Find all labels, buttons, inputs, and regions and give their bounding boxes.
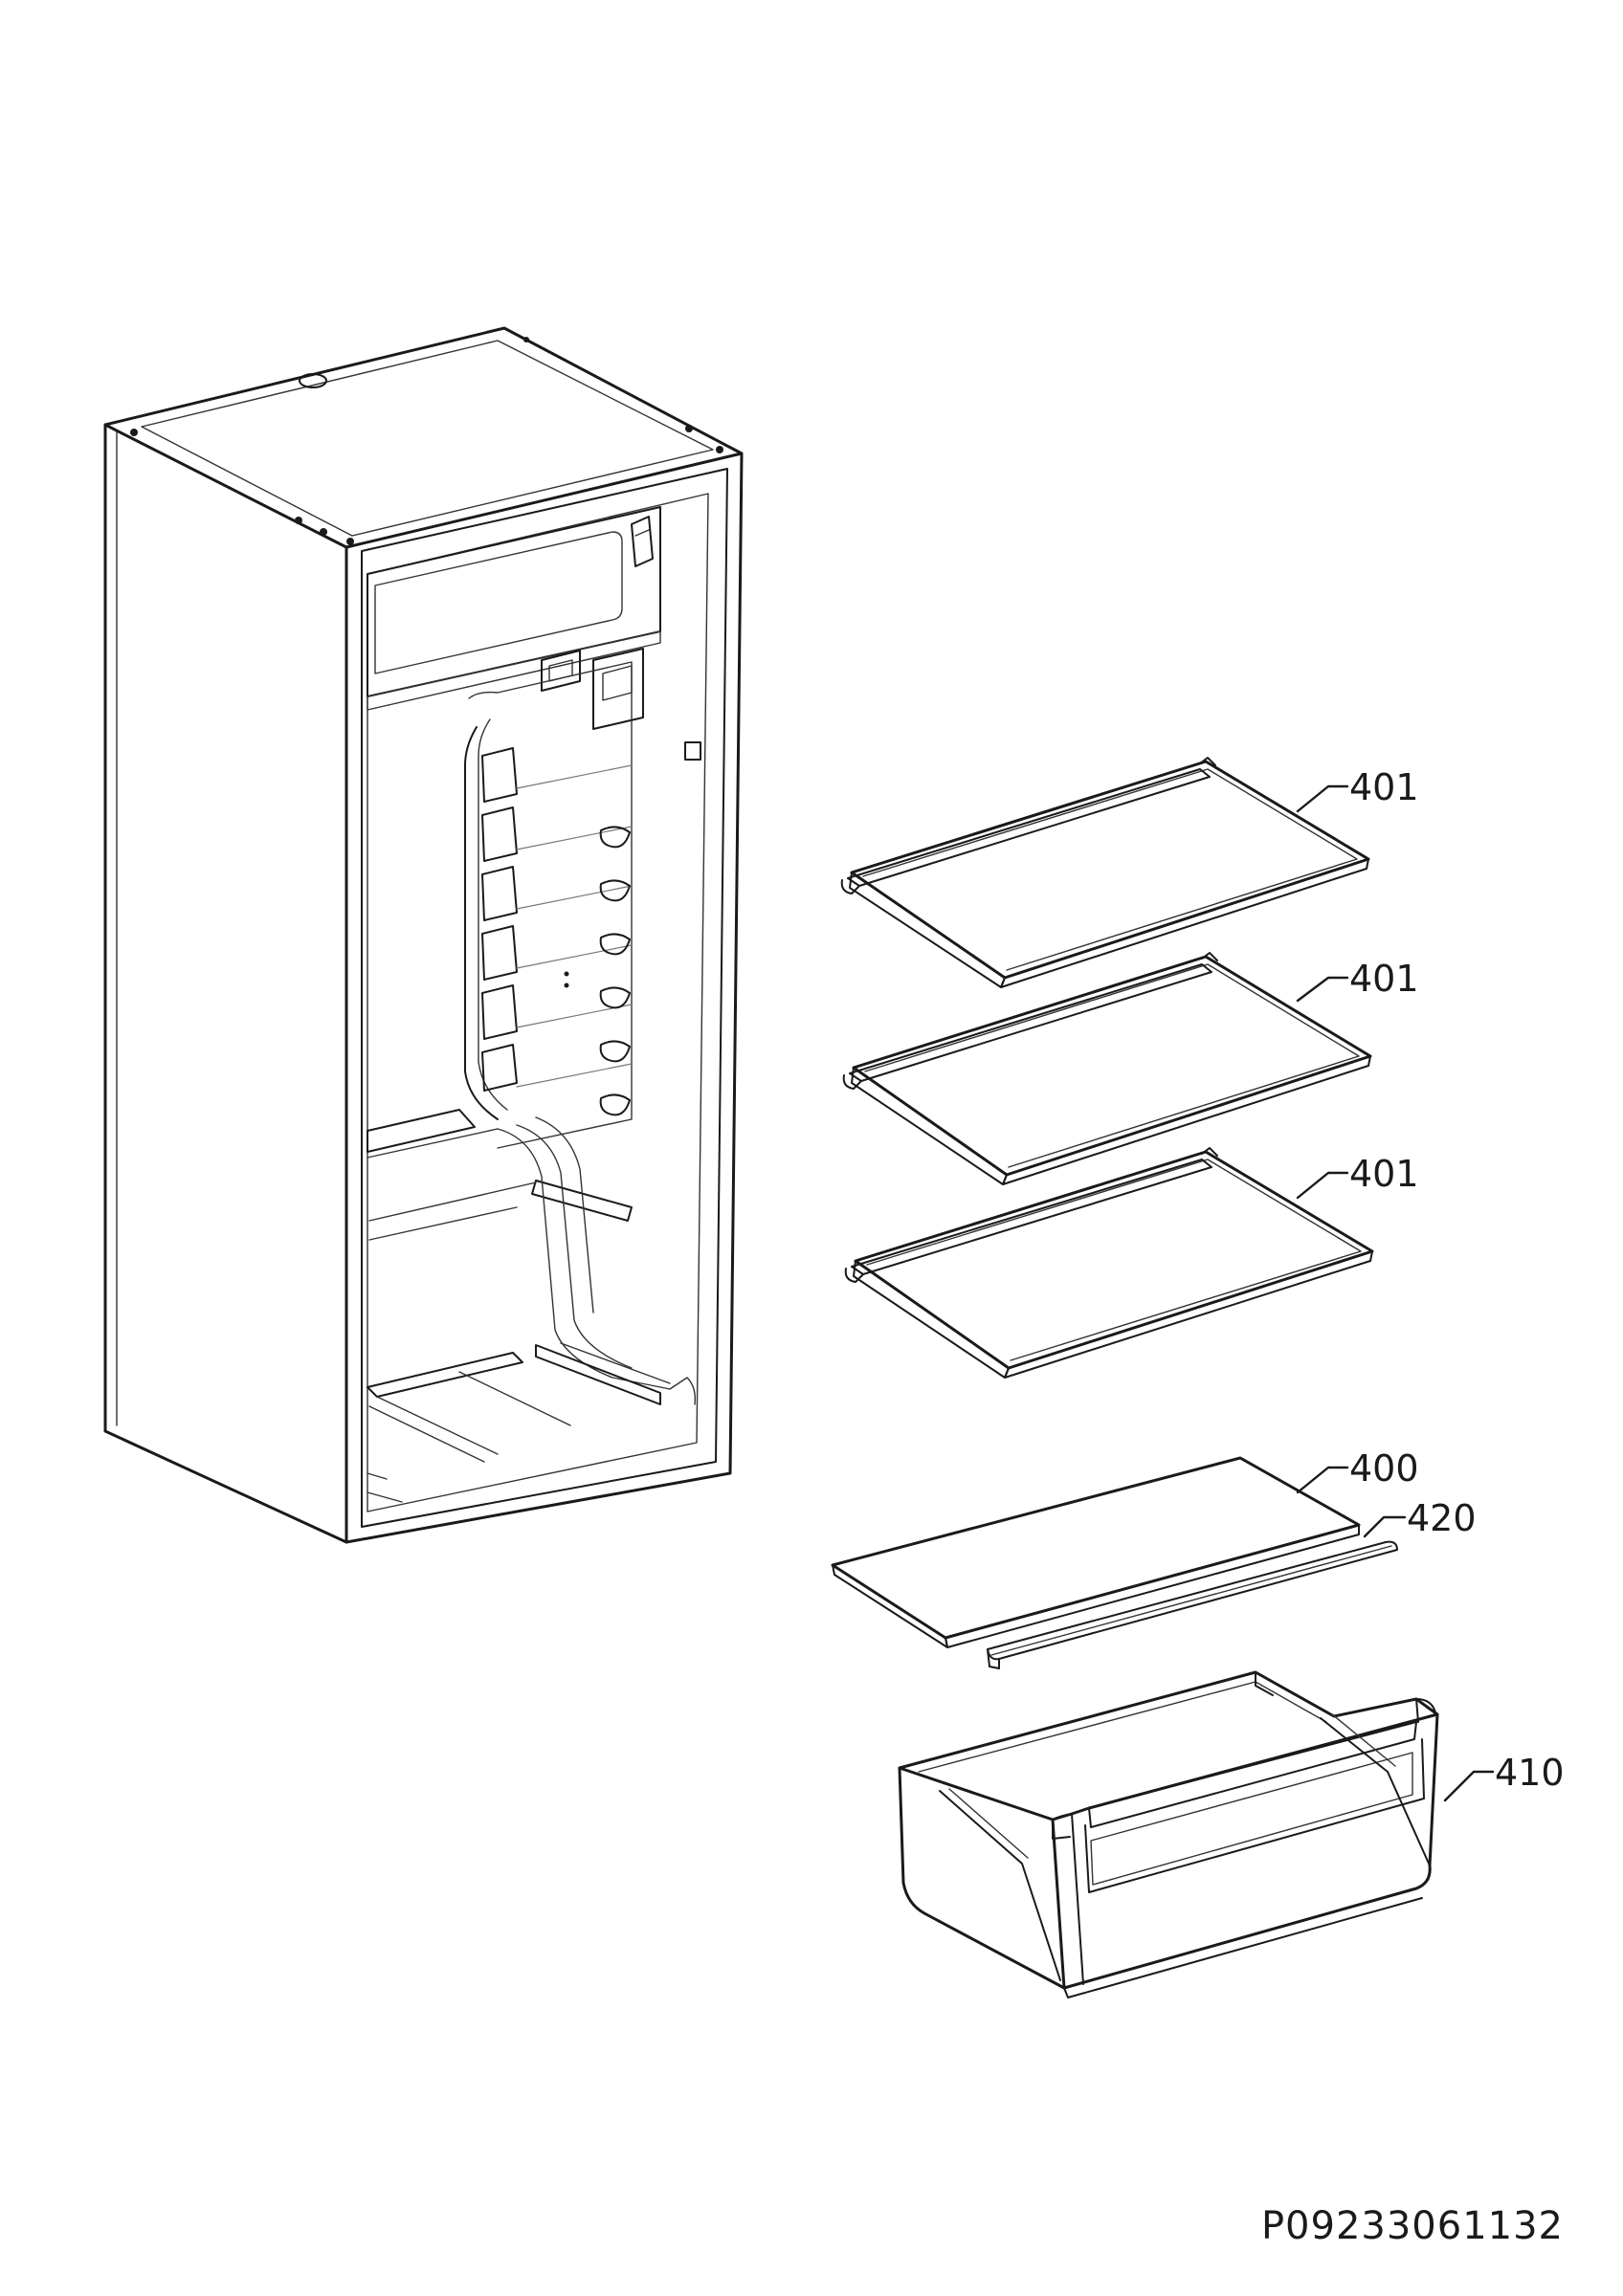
glass-shelf-bottom — [844, 1147, 1374, 1379]
callout-label-crisper-drawer: 410 — [1495, 1752, 1565, 1794]
glass-shelf-top — [840, 757, 1370, 988]
crisper-cover-glass — [831, 1456, 1361, 1648]
cover-trim-strip — [987, 1540, 1398, 1669]
crisper-drawer — [898, 1670, 1439, 1998]
shelf-support-clips-right — [599, 826, 631, 1116]
callout-label-shelf-top: 401 — [1349, 766, 1419, 808]
shelf-support-ribs-left — [481, 747, 518, 1092]
callout-label-crisper-cover: 400 — [1349, 1447, 1419, 1490]
document-id: P09233061132 — [1261, 2204, 1564, 2248]
callout-label-cover-trim: 420 — [1407, 1497, 1477, 1539]
glass-shelf-middle — [842, 952, 1372, 1185]
callout-label-shelf-bottom: 401 — [1349, 1153, 1419, 1195]
callout-leaders — [1296, 784, 1495, 1802]
refrigerator-cabinet — [103, 326, 744, 1544]
callout-label-shelf-middle: 401 — [1349, 958, 1419, 1000]
